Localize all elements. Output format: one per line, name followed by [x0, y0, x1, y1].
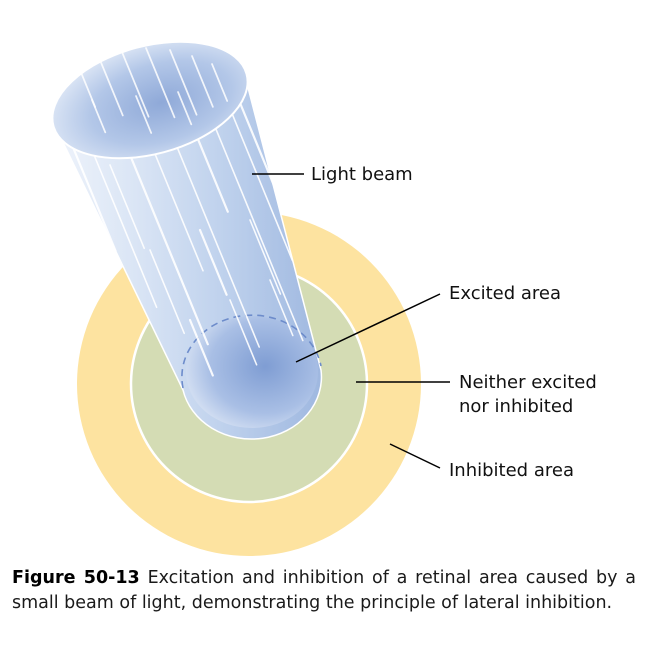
light-beam-spot-dashed-edge	[181, 314, 322, 389]
excited-area-leader-line	[295, 293, 441, 363]
beam-streak	[223, 93, 294, 262]
lateral-inhibition-diagram: Light beam Excited area Neither excited …	[51, 40, 597, 556]
excited-area-label: Excited area	[449, 283, 561, 304]
beam-top-streak	[145, 47, 176, 119]
beam-top-streak	[99, 59, 124, 117]
beam-top-streak	[177, 91, 193, 126]
beam-streak	[198, 228, 228, 296]
caption-text: Excitation and inhibition of a retinal a…	[12, 568, 637, 613]
beam-streak	[269, 279, 294, 337]
inhibited-area-leader-line	[389, 443, 441, 469]
beam-streak	[188, 318, 214, 377]
beam-streak	[167, 124, 261, 348]
beam-streak	[91, 149, 158, 309]
beam-top-streak	[191, 55, 214, 108]
light-beam-label: Light beam	[311, 164, 413, 185]
beam-top-streak	[91, 99, 107, 134]
light-beam-top-streaks	[79, 47, 229, 134]
beam-streak	[109, 164, 145, 250]
inhibited-area-label: Inhibited area	[449, 460, 574, 481]
beam-top-streak	[121, 51, 150, 118]
neither-area-label-line2: nor inhibited	[459, 396, 573, 417]
figure-caption: Figure 50-13 Excitation and inhibition o…	[12, 566, 636, 616]
beam-streak	[68, 138, 117, 253]
light-beam	[51, 40, 323, 440]
beam-streak	[249, 219, 282, 295]
beam-top-streak	[135, 95, 153, 134]
beam-streak	[149, 249, 185, 335]
beam-streak	[229, 299, 258, 366]
light-beam-spot	[186, 316, 318, 428]
beam-streak	[203, 99, 304, 342]
beam-top-streak	[211, 63, 229, 102]
beam-top-streak	[169, 49, 198, 116]
beam-streak	[126, 148, 209, 346]
neither-area-label-line1: Neither excited	[459, 372, 597, 393]
light-beam-streaks	[68, 93, 322, 378]
figure-number: Figure 50-13	[12, 568, 140, 588]
